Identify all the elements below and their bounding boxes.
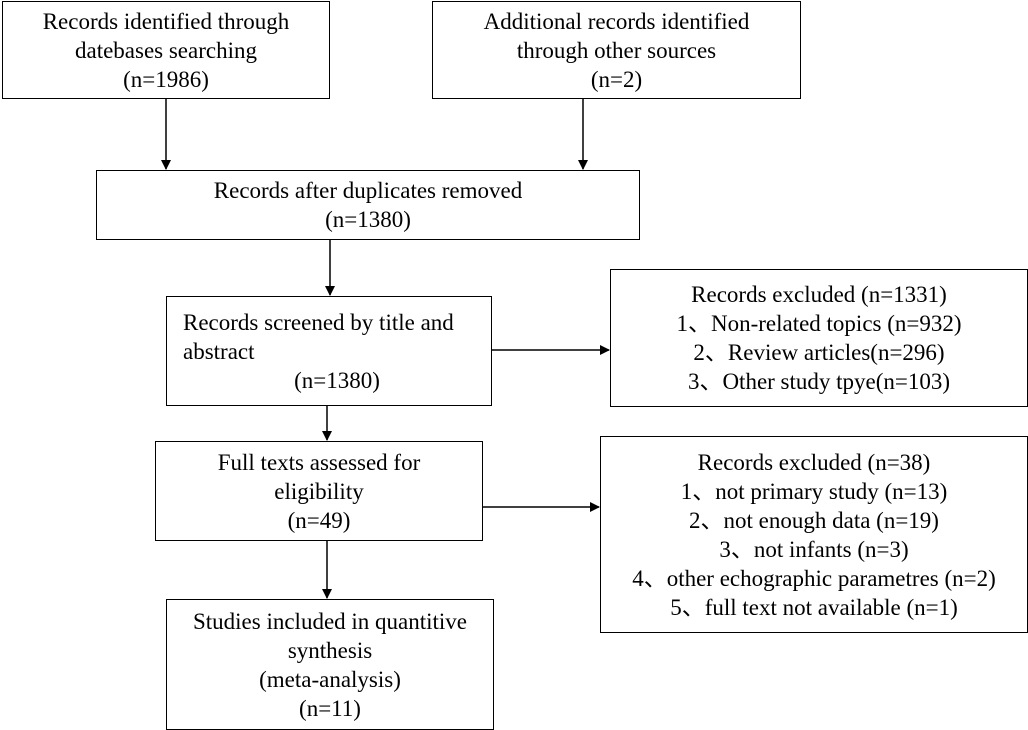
box-count: (n=1986) [123, 66, 209, 92]
box-text-line: (meta-analysis) [259, 666, 401, 692]
box-text-line: through other sources [516, 37, 717, 63]
box-text-line: Records excluded (n=1331) [691, 282, 947, 307]
box-count: (n=49) [287, 507, 351, 533]
full-text-box: Full texts assessed for eligibility (n=4… [155, 441, 483, 541]
box-count: (n=1380) [294, 367, 380, 393]
box-count: (n=11) [299, 695, 361, 721]
box-count: (n=1380) [325, 207, 411, 232]
box-count: (n=2) [590, 66, 643, 92]
list-item: 2、not enough data (n=19) [689, 507, 939, 533]
box-text-line: eligibility [274, 478, 364, 504]
duplicates-removed-box: Records after duplicates removed (n=1380… [96, 170, 640, 240]
included-studies-box: Studies included in quantitive synthesis… [166, 599, 494, 730]
box-text-line: Records screened by title and [183, 309, 454, 335]
box-text-line: Records after duplicates removed [213, 178, 523, 203]
box-text-line: Additional records identified [483, 8, 750, 34]
box-text-line: abstract [183, 338, 255, 364]
list-item: 1、Non-related topics (n=932) [676, 311, 962, 336]
list-item: 2、Review articles(n=296) [693, 340, 945, 365]
box-text-line: synthesis [287, 637, 373, 663]
box-text-line: Records identified through [42, 8, 290, 34]
other-sources-box: Additional records identified through ot… [432, 1, 801, 99]
excluded-screening-box: Records excluded (n=1331) 1、Non-related … [610, 269, 1028, 407]
box-text-line: Records excluded (n=38) [697, 449, 931, 475]
database-records-box: Records identified through datebases sea… [2, 1, 330, 99]
list-item: 3、Other study tpye(n=103) [687, 369, 951, 394]
list-item: 5、full text not available (n=1) [670, 594, 958, 620]
box-text-line: Studies included in quantitive [192, 608, 468, 634]
box-text-line: datebases searching [74, 37, 257, 63]
box-text-line: Full texts assessed for [217, 449, 421, 475]
list-item: 1、not primary study (n=13) [680, 478, 948, 504]
list-item: 3、not infants (n=3) [719, 536, 909, 562]
list-item: 4、other echographic parametres (n=2) [632, 565, 996, 591]
screened-box: Records screened by title and abstract (… [166, 296, 492, 406]
excluded-full-text-box: Records excluded (n=38) 1、not primary st… [600, 436, 1028, 633]
